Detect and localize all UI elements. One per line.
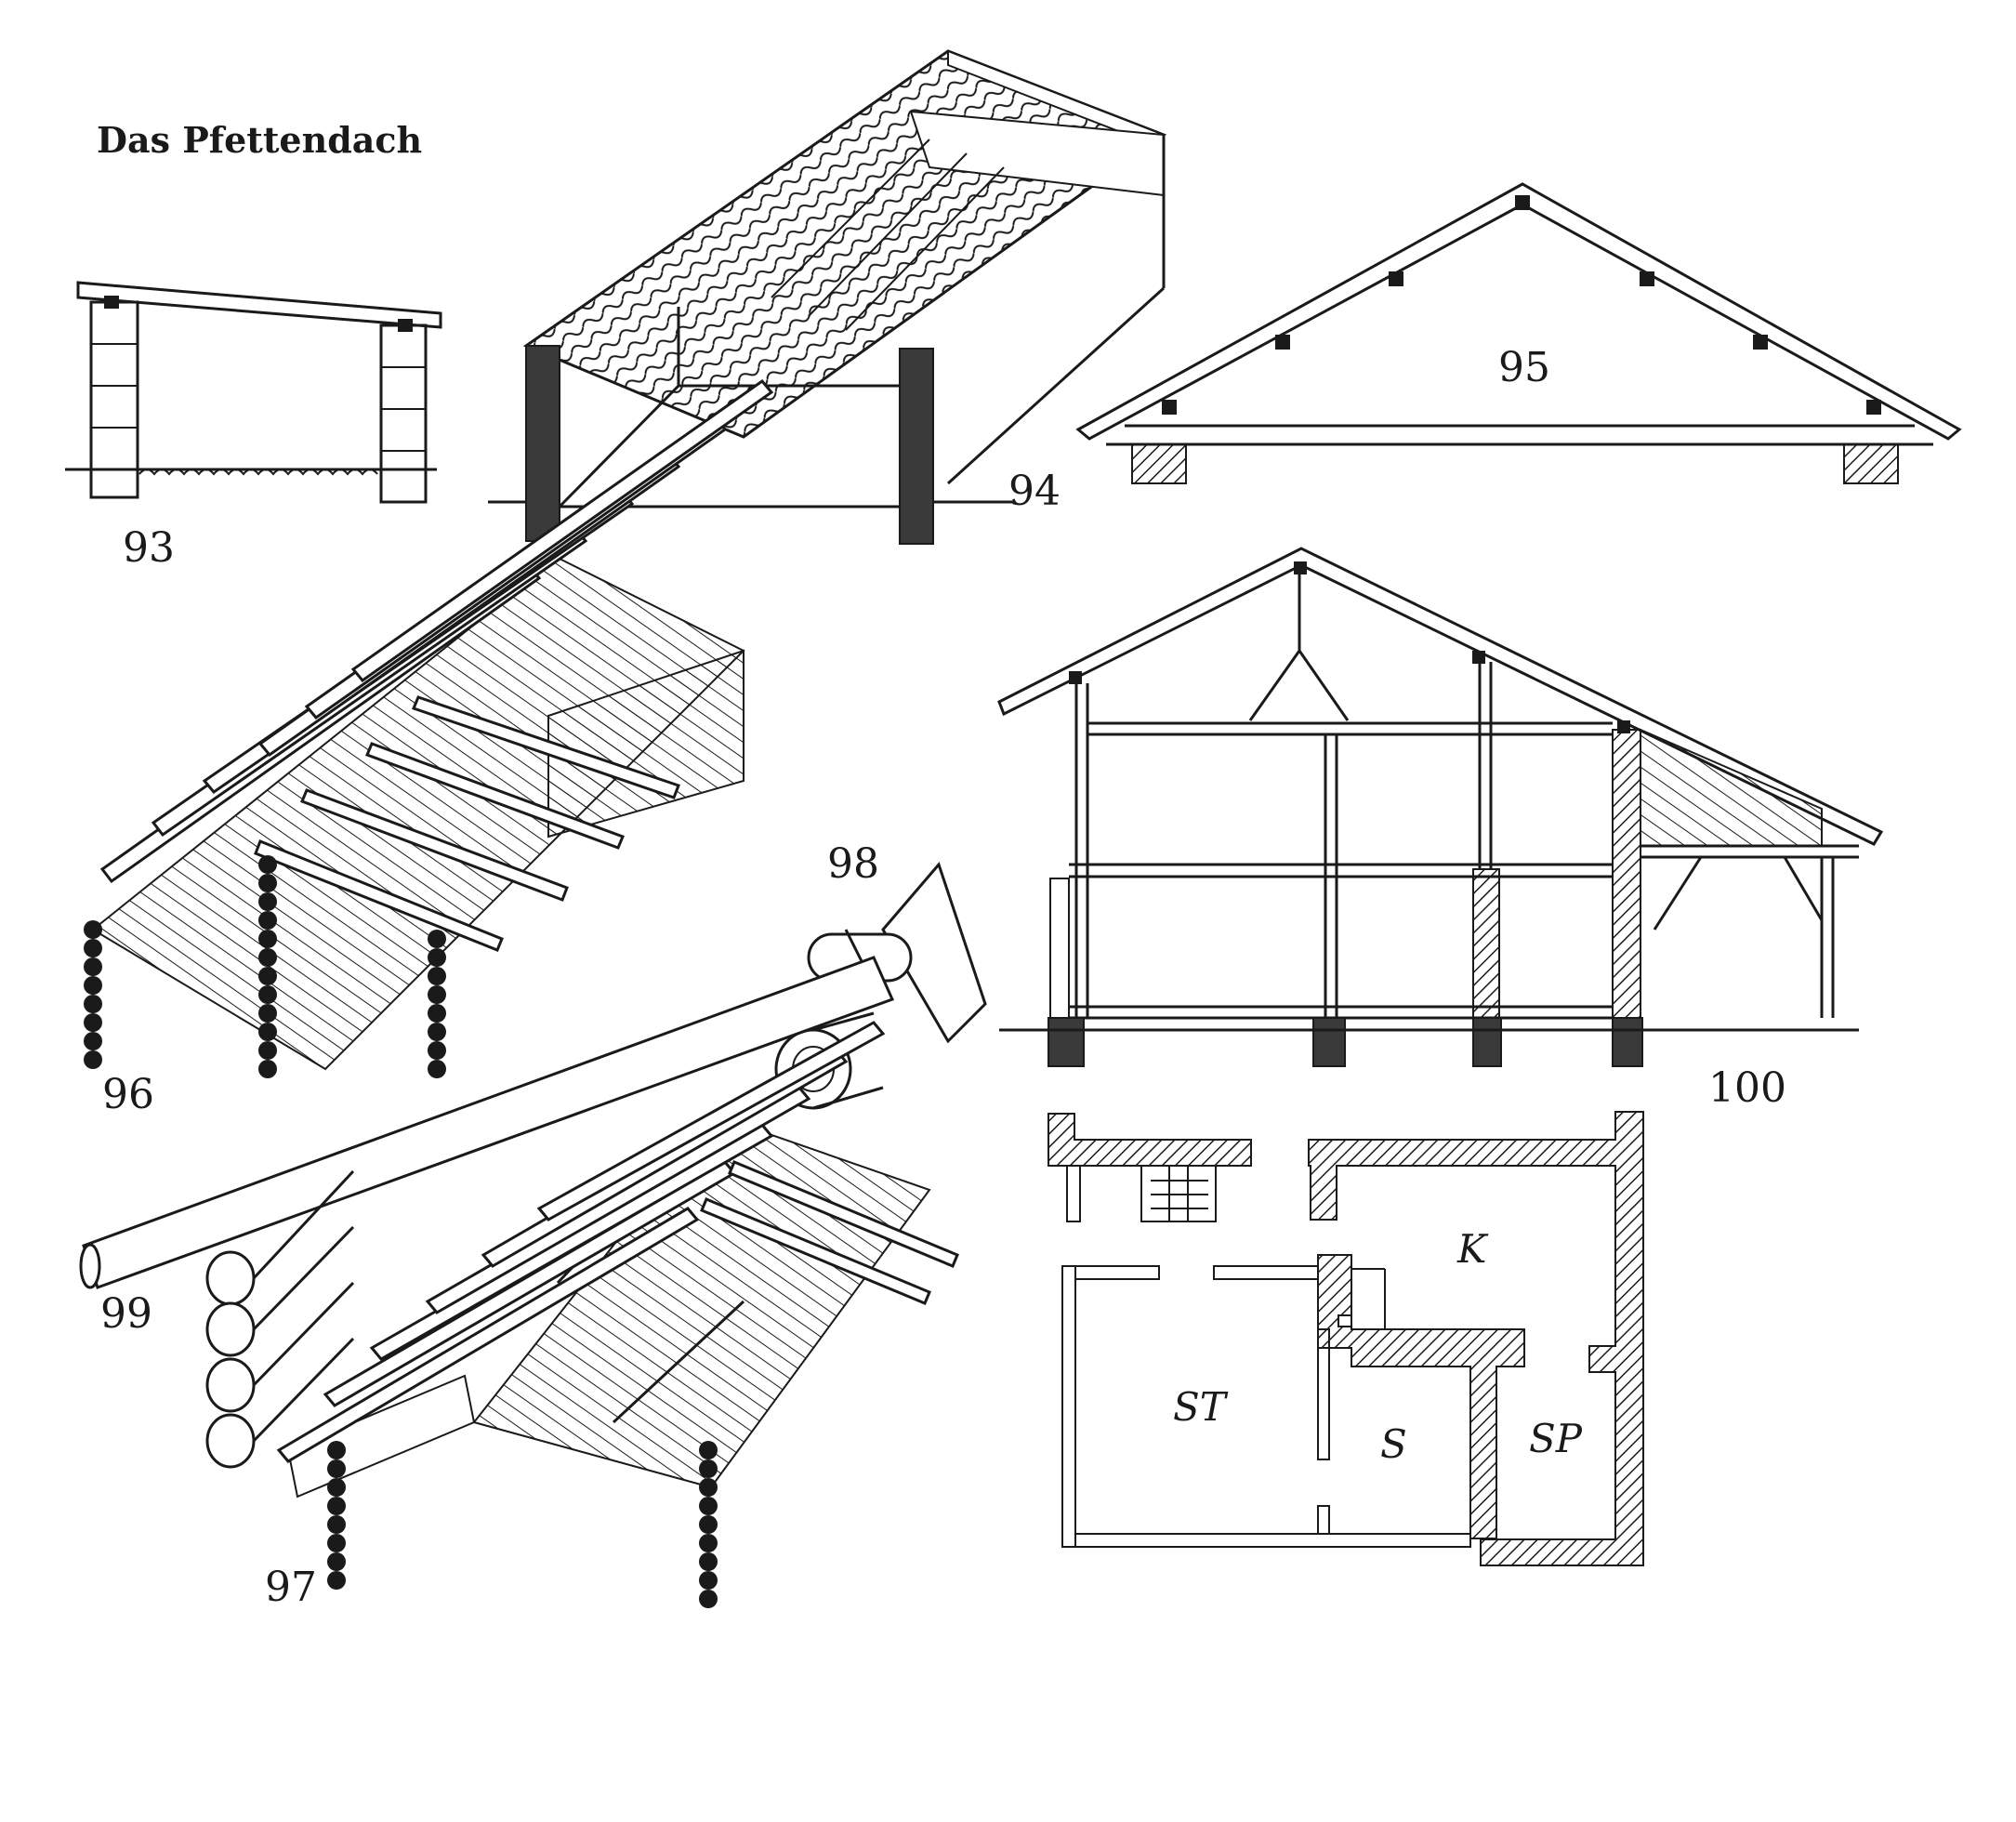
figure-99-log-wall-and-purlin [79,956,895,1469]
figure-94-label: 94 [1008,468,1061,515]
figure-95-label: 95 [1498,344,1550,391]
plate-title: Das Pfettendach [97,119,422,161]
figure-95-gable-section [1075,182,1962,484]
figure-96-log-purlin-roof [84,378,774,1078]
figure-96-label: 96 [102,1071,154,1118]
room-label-s: S [1380,1421,1407,1467]
figure-99-label: 99 [100,1290,152,1338]
figure-100-label: 100 [1708,1064,1786,1112]
figure-97-label: 97 [265,1564,317,1611]
room-label-st: ST [1173,1384,1229,1430]
floor-plan [1048,1111,1644,1566]
room-label-k: K [1456,1226,1489,1272]
room-label-sp: SP [1529,1416,1583,1461]
figure-94-tiled-roof-section [488,49,1167,545]
figure-100-house-section [997,547,1884,1067]
figure-98-label: 98 [827,840,879,888]
figure-97-log-roof-structure [276,1021,959,1608]
figure-93-post-and-lintel [65,281,442,504]
figure-93-label: 93 [123,524,175,572]
